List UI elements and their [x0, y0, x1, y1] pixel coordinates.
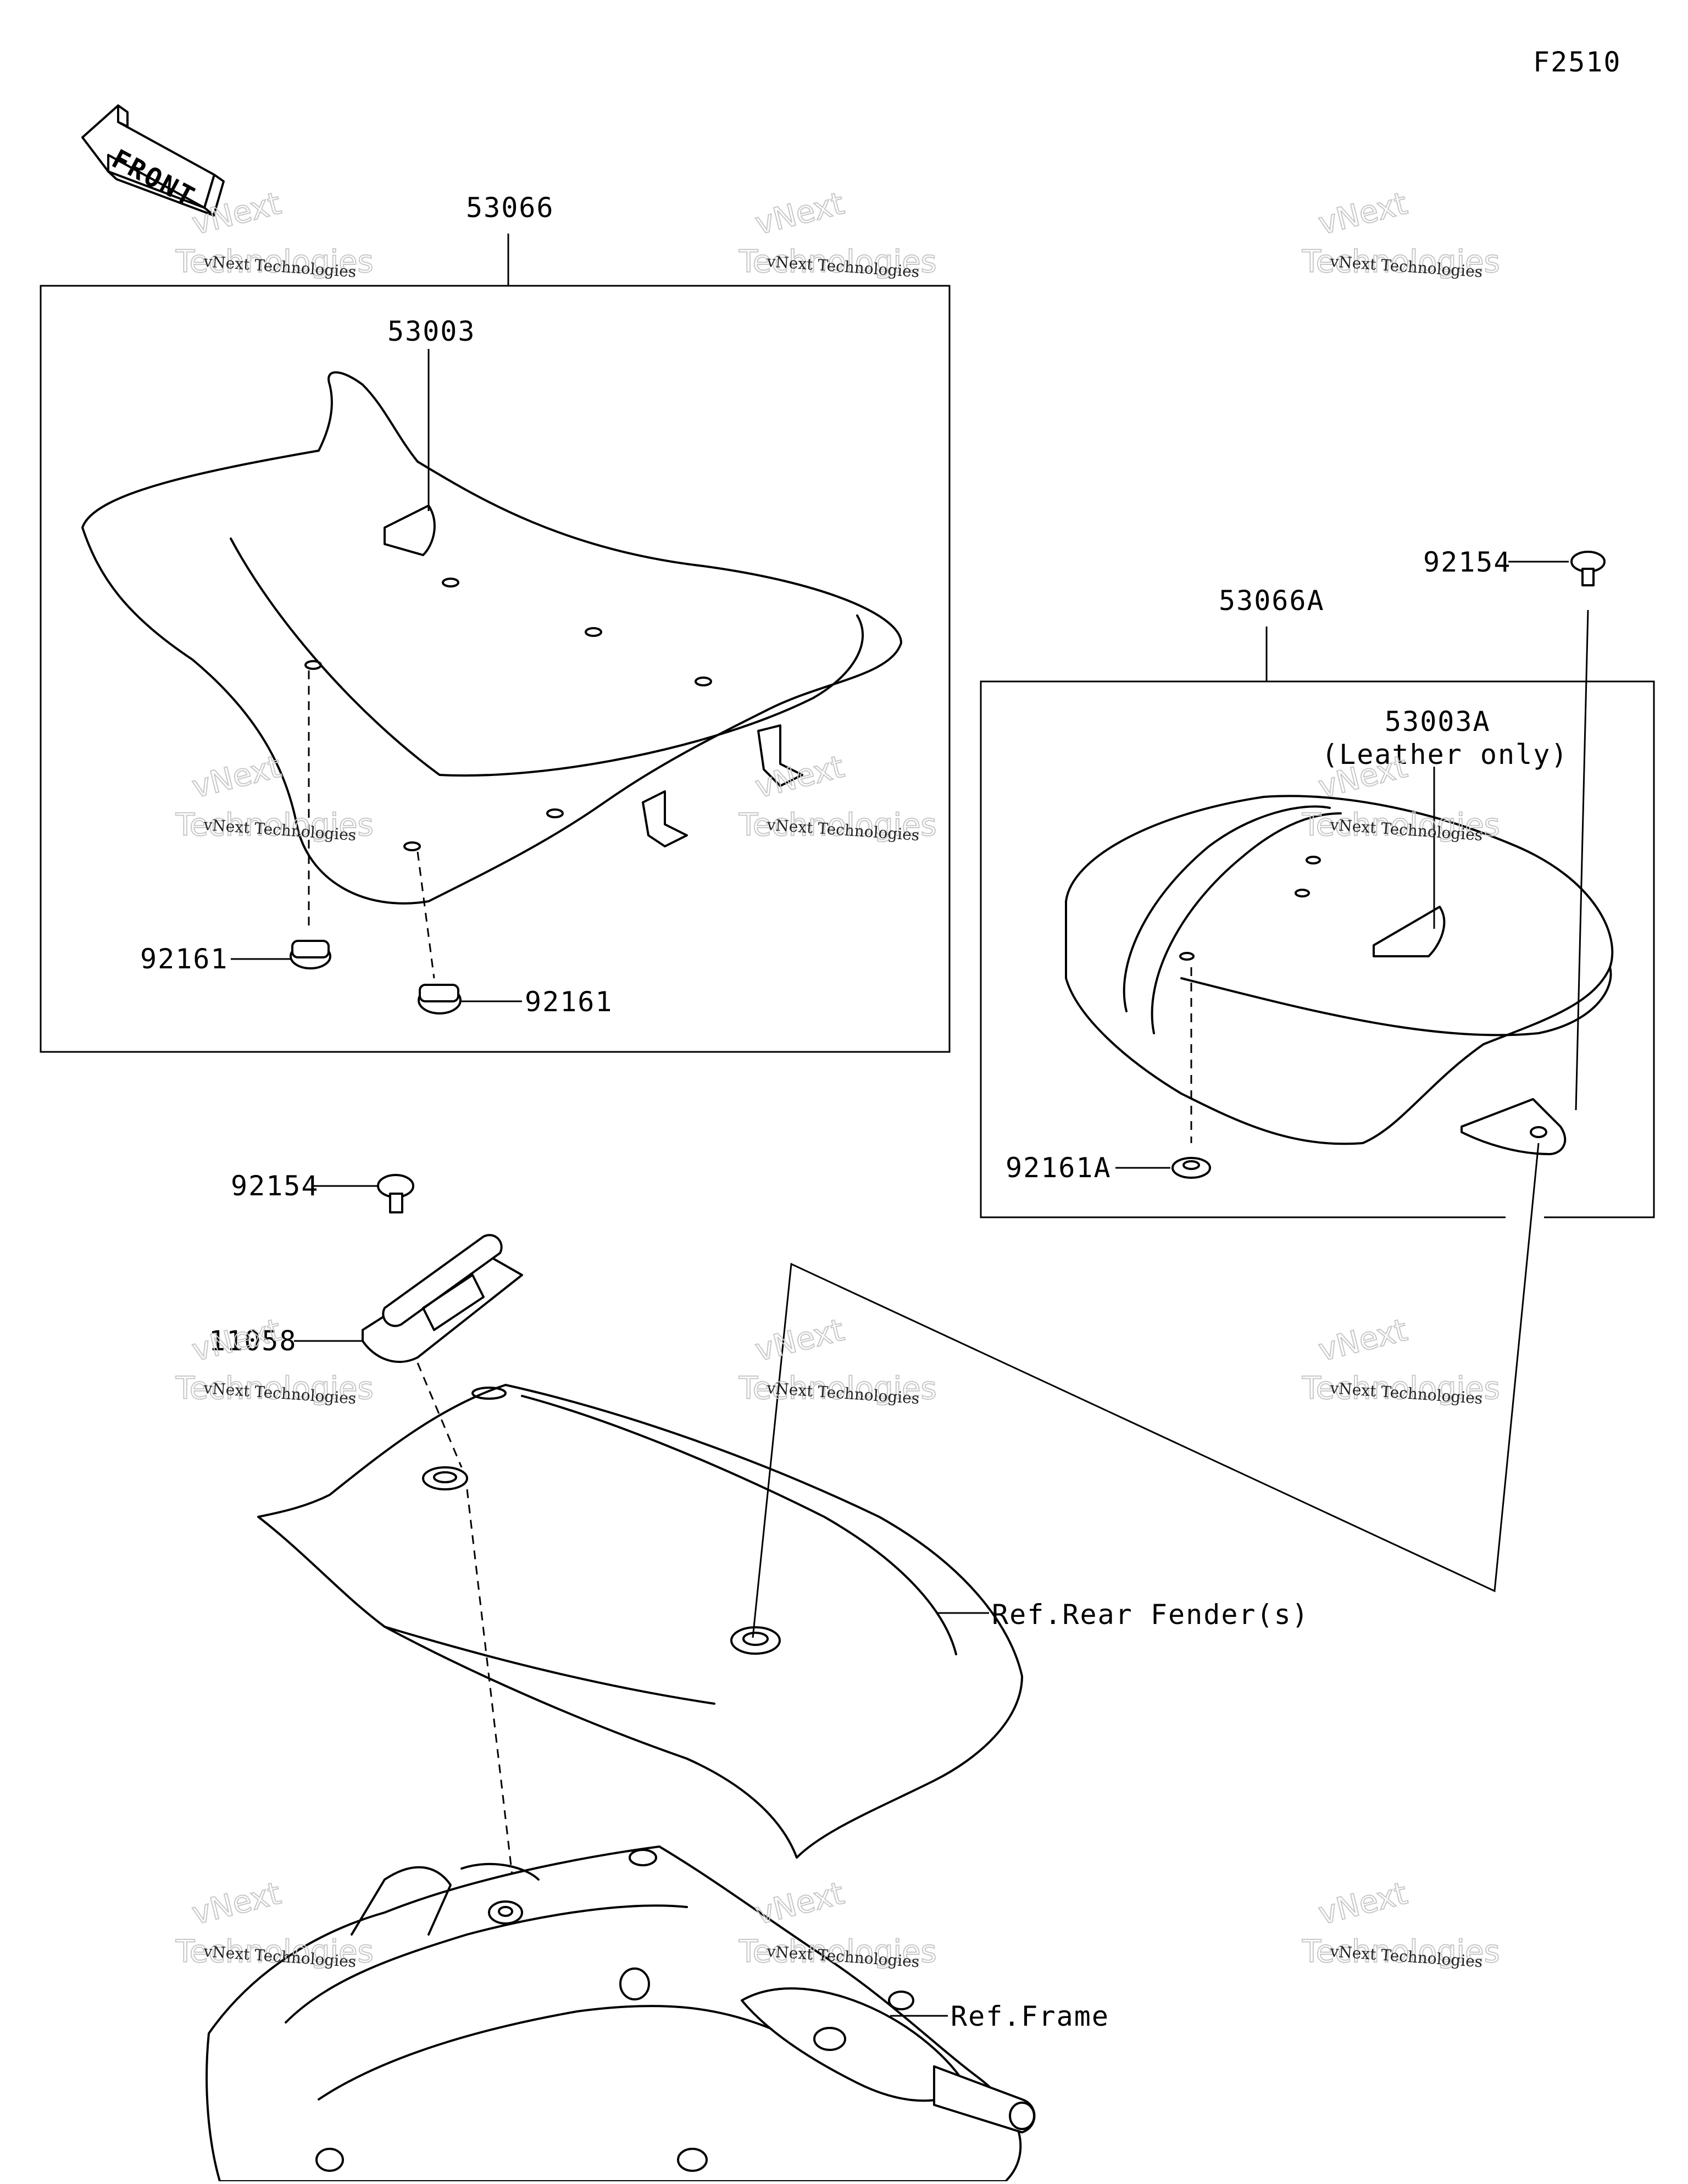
watermark-mark: vNext: [1315, 1312, 1411, 1369]
callout-92154-lower: 92154: [231, 1170, 319, 1202]
callout-92161-left: 92161: [140, 943, 229, 975]
watermark-mark: vNext: [752, 749, 847, 806]
watermark-mark: vNext: [1315, 186, 1411, 242]
watermark-mark: Technologies: [1302, 1371, 1500, 1406]
dash-hook-fender: [417, 1362, 463, 1468]
watermark-mark: vNext: [752, 186, 847, 242]
front-arrow-icon: FRONT: [81, 104, 225, 217]
callout-53003: 53003: [387, 315, 476, 347]
callout-92161A: 92161A: [1006, 1152, 1112, 1184]
reference-outline: [752, 1143, 1540, 1638]
watermark-mark: Technologies: [175, 807, 374, 843]
rear-fender: [257, 1384, 1023, 1859]
watermark-mark: vNext: [752, 1876, 847, 1932]
watermarks: vNext Technologies vNext Technologies vN…: [175, 185, 1501, 1971]
callout-53066: 53066: [466, 192, 554, 224]
watermark-mark: Technologies: [738, 807, 937, 843]
callout-53066A: 53066A: [1219, 585, 1325, 617]
callout-92161-right: 92161: [525, 986, 613, 1018]
seat-hook: 11058: [209, 1234, 523, 1363]
watermark-mark: vNext: [188, 1876, 284, 1932]
watermark-mark: Technologies: [1302, 244, 1500, 280]
bolt-hook: 92154: [231, 1170, 414, 1213]
dash-fender-frame: [466, 1489, 518, 1913]
diagram-code: F2510: [1533, 46, 1622, 78]
watermark-mark: vNext: [752, 1312, 847, 1369]
frame: [206, 1845, 1036, 2182]
ref-rear-fender: Ref.Rear Fender(s): [992, 1599, 1309, 1631]
callout-92154-upper: 92154: [1423, 546, 1512, 578]
callout-53003A-note: (Leather only): [1321, 739, 1568, 771]
watermark-mark: Technologies: [738, 244, 937, 280]
callout-53003A: 53003A: [1385, 706, 1491, 738]
seat-assembly-rear-box: 53066A: [980, 585, 1655, 1218]
front-seat: [81, 371, 902, 905]
watermark-mark: Technologies: [1302, 1934, 1500, 1970]
watermark-mark: Technologies: [738, 1371, 937, 1406]
callout-11058: 11058: [209, 1325, 297, 1357]
seat-assembly-front-box: 53066: [40, 192, 951, 1053]
watermark-mark: vNext: [188, 749, 284, 806]
damper-left: 92161: [140, 670, 331, 975]
bolt-rear-seat: 92154: [1423, 546, 1606, 1111]
watermark-mark: Technologies: [738, 1934, 937, 1970]
watermark-mark: Technologies: [175, 244, 374, 280]
watermark-mark: Technologies: [1302, 807, 1500, 843]
damper-right: 92161: [417, 851, 613, 1018]
watermark-mark: Technologies: [175, 1934, 374, 1970]
watermark-mark: vNext: [188, 1312, 284, 1369]
watermark-mark: Technologies: [175, 1371, 374, 1406]
ref-frame: Ref.Frame: [951, 2000, 1109, 2032]
damper-rear: 92161A: [1006, 967, 1211, 1184]
watermark-mark: vNext: [1315, 1876, 1411, 1932]
rear-seat: [1065, 795, 1614, 1155]
